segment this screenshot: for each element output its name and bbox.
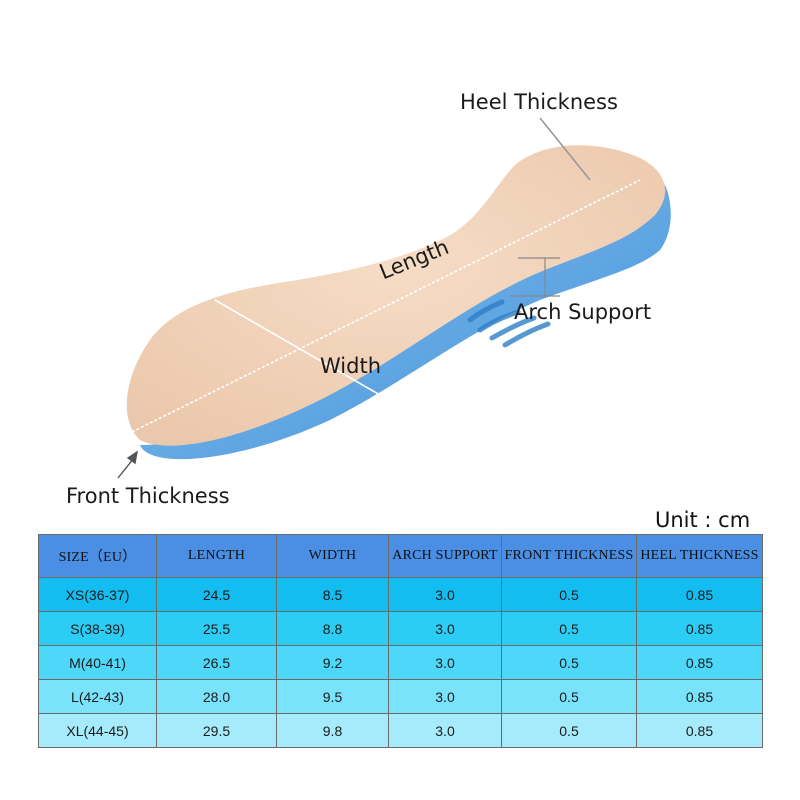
cell-arch-support: 3.0 <box>388 713 502 748</box>
cell-length: 25.5 <box>156 611 277 646</box>
front-arrow <box>117 450 138 479</box>
cell-arch-support: 3.0 <box>388 645 502 680</box>
table-row: XL(44-45) 29.5 9.8 3.0 0.5 0.85 <box>38 713 763 748</box>
cell-width: 8.5 <box>276 577 389 612</box>
cell-width: 9.8 <box>276 713 389 748</box>
header-front-thickness: FRONT THICKNESS <box>501 534 637 578</box>
cell-length: 28.0 <box>156 679 277 714</box>
cell-size: XL(44-45) <box>38 713 157 748</box>
cell-length: 29.5 <box>156 713 277 748</box>
cell-front-thickness: 0.5 <box>501 645 637 680</box>
cell-front-thickness: 0.5 <box>501 577 637 612</box>
cell-width: 8.8 <box>276 611 389 646</box>
header-arch-support: ARCH SUPPORT <box>388 534 502 578</box>
cell-size: S(38-39) <box>38 611 157 646</box>
width-label: Width <box>320 354 382 378</box>
cell-size: M(40-41) <box>38 645 157 680</box>
header-width: WIDTH <box>276 534 389 578</box>
cell-heel-thickness: 0.85 <box>636 679 763 714</box>
arch-support-label: Arch Support <box>514 300 652 324</box>
table-row: XS(36-37) 24.5 8.5 3.0 0.5 0.85 <box>38 577 763 612</box>
cell-width: 9.2 <box>276 645 389 680</box>
table-row: M(40-41) 26.5 9.2 3.0 0.5 0.85 <box>38 645 763 680</box>
table-row: L(42-43) 28.0 9.5 3.0 0.5 0.85 <box>38 679 763 714</box>
table-header-row: SIZE（EU） LENGTH WIDTH ARCH SUPPORT FRONT… <box>38 534 763 578</box>
header-length: LENGTH <box>156 534 277 578</box>
measure-lines <box>131 117 641 433</box>
header-heel-thickness: HEEL THICKNESS <box>636 534 763 578</box>
cell-arch-support: 3.0 <box>388 577 502 612</box>
cell-heel-thickness: 0.85 <box>636 645 763 680</box>
cell-front-thickness: 0.5 <box>501 611 637 646</box>
cell-front-thickness: 0.5 <box>501 679 637 714</box>
cell-heel-thickness: 0.85 <box>636 713 763 748</box>
cell-heel-thickness: 0.85 <box>636 611 763 646</box>
cell-heel-thickness: 0.85 <box>636 577 763 612</box>
header-size: SIZE（EU） <box>38 534 157 578</box>
cell-width: 9.5 <box>276 679 389 714</box>
cell-front-thickness: 0.5 <box>501 713 637 748</box>
insole-top <box>126 145 666 446</box>
cell-arch-support: 3.0 <box>388 611 502 646</box>
cell-arch-support: 3.0 <box>388 679 502 714</box>
size-table: SIZE（EU） LENGTH WIDTH ARCH SUPPORT FRONT… <box>38 534 763 748</box>
heel-thickness-label: Heel Thickness <box>460 90 618 114</box>
unit-label: Unit : cm <box>655 508 751 532</box>
front-thickness-label: Front Thickness <box>66 484 230 508</box>
cell-length: 24.5 <box>156 577 277 612</box>
cell-size: L(42-43) <box>38 679 157 714</box>
cell-length: 26.5 <box>156 645 277 680</box>
arch-ribs <box>467 299 551 348</box>
cell-size: XS(36-37) <box>38 577 157 612</box>
table-row: S(38-39) 25.5 8.8 3.0 0.5 0.85 <box>38 611 763 646</box>
arch-bracket <box>510 257 560 297</box>
